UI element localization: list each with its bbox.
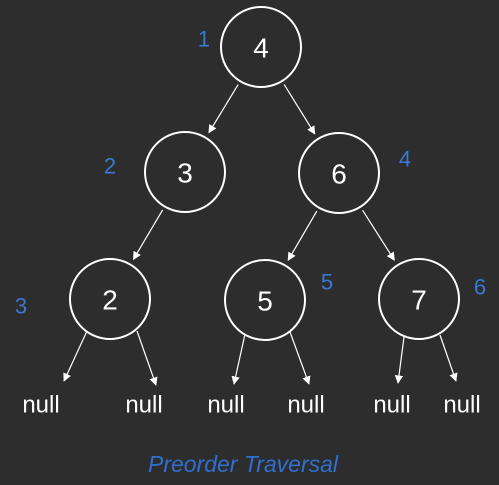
diagram-caption: Preorder Traversal bbox=[148, 451, 339, 477]
node-value: 4 bbox=[253, 33, 269, 64]
tree-node-5: 5 bbox=[224, 259, 306, 341]
null-leaf: null bbox=[373, 392, 410, 419]
traversal-order-label: 1 bbox=[198, 27, 210, 52]
node-value: 7 bbox=[411, 285, 427, 316]
null-leaves-layer: null null null null null null bbox=[22, 392, 480, 419]
node-circle bbox=[69, 258, 151, 340]
node-value: 3 bbox=[177, 158, 193, 189]
null-edge bbox=[289, 331, 311, 385]
traversal-order-label: 3 bbox=[15, 294, 27, 319]
tree-edge-n4-n3 bbox=[208, 84, 239, 134]
null-edge bbox=[63, 330, 88, 382]
traversal-order-label: 6 bbox=[474, 275, 486, 300]
null-leaf: null bbox=[287, 392, 324, 419]
tree-edge-n4-n6 bbox=[283, 84, 316, 135]
tree-edge-n6-n5 bbox=[287, 210, 318, 261]
traversal-order-label: 5 bbox=[321, 270, 333, 295]
node-value: 5 bbox=[257, 286, 273, 317]
null-edge bbox=[439, 334, 458, 382]
tree-node-3: 3 bbox=[144, 131, 226, 213]
node-value: 2 bbox=[102, 285, 118, 316]
edges-layer bbox=[63, 84, 458, 386]
null-edge bbox=[136, 330, 158, 386]
traversal-order-label: 2 bbox=[104, 154, 116, 179]
tree-edge-n3-n2 bbox=[132, 209, 164, 261]
nodes-layer: 4 3 6 2 5 7 bbox=[69, 6, 460, 341]
null-leaf: null bbox=[443, 392, 480, 419]
node-circle bbox=[220, 6, 302, 88]
node-circle bbox=[378, 258, 460, 340]
traversal-order-label: 4 bbox=[399, 147, 411, 172]
null-leaf: null bbox=[125, 392, 162, 419]
null-leaf: null bbox=[22, 392, 59, 419]
null-edge bbox=[394, 336, 405, 384]
node-circle bbox=[298, 132, 380, 214]
node-circle bbox=[224, 259, 306, 341]
tree-node-7: 7 bbox=[378, 258, 460, 340]
tree-node-2: 2 bbox=[69, 258, 151, 340]
tree-node-4: 4 bbox=[220, 6, 302, 88]
node-circle bbox=[144, 131, 226, 213]
order-labels-layer: 1 2 4 3 5 6 bbox=[15, 27, 486, 319]
node-value: 6 bbox=[331, 159, 347, 190]
tree-edge-n6-n7 bbox=[362, 209, 395, 261]
tree-node-6: 6 bbox=[298, 132, 380, 214]
null-edge bbox=[231, 333, 246, 385]
null-leaf: null bbox=[207, 392, 244, 419]
